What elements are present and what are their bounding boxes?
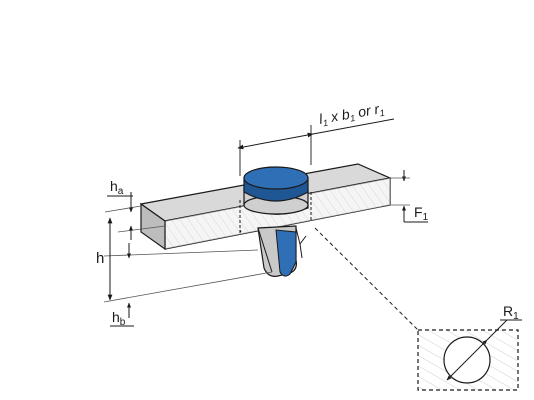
F1-label: F1 [414,204,429,223]
R1-label: R1 [503,303,519,322]
dimension-left: ha h hb [96,178,273,328]
detail-callout: R1 [239,227,522,391]
plate-side-face [140,202,166,251]
dimension-F1: F1 [390,170,429,223]
ha-label: ha [110,178,124,197]
h-label: h [96,250,104,267]
rivet-shaft [257,225,307,277]
dimension-l1-b1-r1: l1 x b1 or r1 [237,100,395,176]
dimension-label: l1 x b1 or r1 [318,100,386,129]
hb-label: hb [112,309,126,328]
rivet-head [243,166,309,215]
